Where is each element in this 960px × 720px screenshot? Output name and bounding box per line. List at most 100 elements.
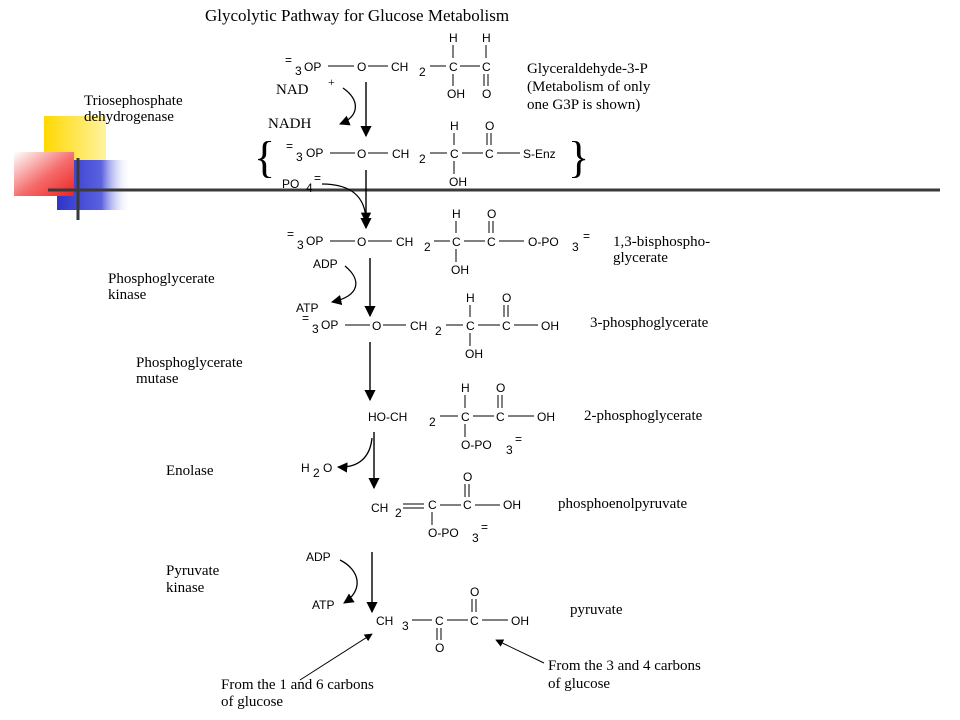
- right-note-arrow: [495, 639, 545, 664]
- svg-text:3: 3: [472, 531, 479, 545]
- svg-text:OH: OH: [503, 498, 521, 512]
- svg-text:3: 3: [572, 240, 579, 254]
- svg-text:3: 3: [506, 443, 513, 457]
- enzyme-triosephosphate-dehydrogenase: Triosephosphate dehydrogenase: [84, 93, 183, 125]
- svg-text:O: O: [485, 119, 494, 133]
- adp-atp-arrow-2: [339, 559, 358, 604]
- svg-text:C: C: [461, 410, 470, 424]
- svg-text:H: H: [452, 207, 461, 221]
- svg-text:C: C: [435, 614, 444, 628]
- svg-text:Phosphoglycerate: Phosphoglycerate: [108, 271, 215, 287]
- svg-text:1,3-bisphospho-: 1,3-bisphospho-: [613, 234, 710, 250]
- svg-text:O: O: [357, 235, 366, 249]
- svg-text:2: 2: [419, 152, 426, 166]
- svg-text:O: O: [470, 585, 479, 599]
- svg-text:OH: OH: [537, 410, 555, 424]
- enzyme-pyruvate-kinase: Pyruvate kinase: [166, 563, 220, 596]
- svg-text:=: =: [481, 520, 488, 534]
- h2o-h: H: [301, 461, 310, 475]
- svg-text:2: 2: [435, 324, 442, 338]
- pg2-label: 2-phosphoglycerate: [584, 408, 703, 424]
- svg-text:C: C: [466, 319, 475, 333]
- bpg-structure: = 3 OP O CH 2 H C OH O C O-PO 3 =: [287, 207, 590, 277]
- h2o-o: O: [323, 461, 332, 475]
- svg-text:2: 2: [419, 65, 426, 79]
- svg-text:S-Enz: S-Enz: [523, 147, 556, 161]
- svg-text:C: C: [487, 235, 496, 249]
- page-title: Glycolytic Pathway for Glucose Metabolis…: [205, 6, 509, 25]
- brace-open: {: [254, 133, 275, 182]
- svg-text:C: C: [452, 235, 461, 249]
- g3p-structure: = 3 OP O CH 2 H C OH H C O: [285, 31, 491, 101]
- svg-text:OH: OH: [451, 263, 469, 277]
- adp-label-2: ADP: [306, 550, 331, 564]
- decorative-corner-blocks: [14, 116, 940, 220]
- svg-text:OH: OH: [447, 87, 465, 101]
- svg-text:3: 3: [297, 238, 304, 252]
- nad-plus: +: [328, 75, 335, 89]
- svg-text:(Metabolism of only: (Metabolism of only: [527, 79, 651, 95]
- svg-text:mutase: mutase: [136, 371, 179, 387]
- svg-text:O: O: [463, 470, 472, 484]
- svg-text:=: =: [285, 53, 292, 67]
- enzyme-phosphoglycerate-mutase: Phosphoglycerate mutase: [136, 355, 243, 387]
- svg-text:C: C: [496, 410, 505, 424]
- svg-text:OH: OH: [465, 347, 483, 361]
- svg-text:OP: OP: [306, 146, 323, 160]
- atp-label-2: ATP: [312, 598, 334, 612]
- svg-text:O: O: [487, 207, 496, 221]
- svg-text:CH: CH: [371, 501, 388, 515]
- note-left: From the 1 and 6 carbons of glucose: [221, 677, 374, 710]
- svg-text:Pyruvate: Pyruvate: [166, 563, 220, 579]
- pg3-label: 3-phosphoglycerate: [590, 315, 709, 331]
- g3p-label: Glyceraldehyde-3-P (Metabolism of only o…: [527, 61, 651, 113]
- svg-text:of glucose: of glucose: [548, 676, 610, 692]
- svg-text:OH: OH: [449, 175, 467, 189]
- svg-text:3: 3: [312, 322, 319, 336]
- svg-text:Phosphoglycerate: Phosphoglycerate: [136, 355, 243, 371]
- svg-text:H: H: [482, 31, 491, 45]
- svg-text:H: H: [449, 31, 458, 45]
- h2o-sub: 2: [313, 466, 320, 480]
- svg-text:O: O: [435, 641, 444, 655]
- pg3-structure: = 3 OP O CH 2 H C OH O C OH: [302, 291, 559, 361]
- svg-text:O: O: [502, 291, 511, 305]
- po4-subscript: 4: [306, 181, 313, 195]
- svg-text:H: H: [461, 381, 470, 395]
- svg-text:CH: CH: [410, 319, 427, 333]
- svg-text:=: =: [515, 432, 522, 446]
- svg-text:From the 3 and 4 carbons: From the 3 and 4 carbons: [548, 658, 701, 674]
- svg-text:OH: OH: [511, 614, 529, 628]
- svg-text:H: H: [450, 119, 459, 133]
- h2o-arrow: [336, 437, 373, 473]
- svg-text:CH: CH: [376, 614, 393, 628]
- svg-text:=: =: [287, 227, 294, 241]
- svg-text:C: C: [502, 319, 511, 333]
- svg-text:C: C: [428, 498, 437, 512]
- svg-text:O: O: [357, 147, 366, 161]
- pyruvate-label: pyruvate: [570, 602, 623, 618]
- svg-text:Triosephosphate: Triosephosphate: [84, 93, 183, 109]
- svg-text:glycerate: glycerate: [613, 250, 668, 266]
- svg-text:=: =: [583, 229, 590, 243]
- svg-text:CH: CH: [396, 235, 413, 249]
- pep-label: phosphoenolpyruvate: [558, 496, 687, 512]
- svg-text:3: 3: [402, 619, 409, 633]
- brace-close: }: [568, 133, 589, 182]
- svg-text:HO-CH: HO-CH: [368, 410, 407, 424]
- svg-text:OP: OP: [321, 318, 338, 332]
- svg-text:2: 2: [395, 506, 402, 520]
- svg-text:kinase: kinase: [108, 287, 147, 303]
- svg-text:C: C: [449, 60, 458, 74]
- svg-text:O: O: [357, 60, 366, 74]
- svg-text:Glyceraldehyde-3-P: Glyceraldehyde-3-P: [527, 61, 648, 77]
- svg-text:O: O: [496, 381, 505, 395]
- svg-text:H: H: [466, 291, 475, 305]
- pg2-structure: HO-CH 2 H C O-PO 3 = O C OH: [368, 381, 555, 457]
- svg-text:one G3P is shown): one G3P is shown): [527, 97, 640, 113]
- svg-text:=: =: [286, 139, 293, 153]
- svg-text:kinase: kinase: [166, 580, 205, 596]
- svg-text:C: C: [463, 498, 472, 512]
- svg-text:OP: OP: [306, 234, 323, 248]
- svg-text:From the 1 and 6 carbons: From the 1 and 6 carbons: [221, 677, 374, 693]
